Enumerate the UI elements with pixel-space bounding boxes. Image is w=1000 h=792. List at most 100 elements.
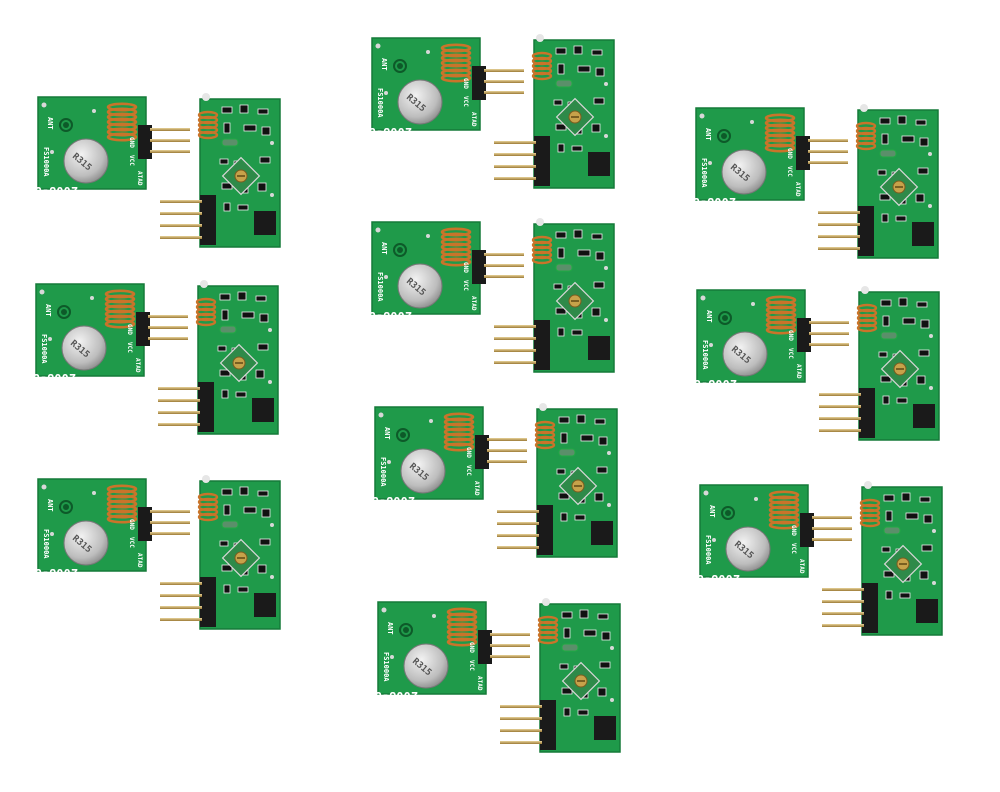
inductor [879, 149, 897, 158]
saw-resonator [61, 325, 107, 371]
header-pin [160, 224, 202, 227]
silk-data: ATAD [476, 676, 483, 691]
silk-date: 2008-8 [694, 377, 737, 391]
smd-component [221, 106, 233, 114]
mounting-hole [721, 506, 735, 520]
header-pin [809, 343, 849, 346]
silk-ant: ANT [383, 427, 391, 440]
inductor [561, 643, 579, 652]
header-pin [818, 247, 860, 250]
saw-resonator [403, 643, 449, 689]
silk-data: ATAD [794, 182, 801, 197]
antenna-coil [765, 295, 797, 305]
antenna-coil [443, 412, 475, 422]
silk-vcc: VCC [786, 166, 793, 177]
receiver-board [158, 280, 279, 435]
receiver-header [540, 700, 556, 750]
silk-ant: ANT [705, 310, 713, 323]
silk-ant: ANT [44, 304, 52, 317]
silk-model: FS1000A [701, 340, 709, 370]
header-pin [484, 91, 524, 94]
header-pin [158, 399, 200, 402]
header-pin [148, 337, 188, 340]
receiver-board [500, 598, 621, 753]
header-pin [808, 161, 848, 164]
header-pin [150, 510, 190, 513]
header-pin [490, 644, 530, 647]
header-pin [148, 315, 188, 318]
silk-vcc: VCC [787, 348, 794, 359]
mounting-hole [59, 118, 73, 132]
inductor [880, 331, 898, 340]
silk-model: FS1000A [42, 529, 50, 559]
header-pin [822, 588, 864, 591]
silk-vcc: VCC [465, 465, 472, 476]
smd-component [561, 611, 573, 619]
silk-date: 2008-8 [369, 309, 412, 323]
header-pin [812, 516, 852, 519]
header-pin [148, 326, 188, 329]
antenna-coil [768, 490, 800, 500]
silk-model: FS1000A [700, 158, 708, 188]
transmitter-header [800, 513, 814, 547]
silk-data: ATAD [470, 112, 477, 127]
antenna-coil [446, 607, 478, 617]
header-pin [490, 655, 530, 658]
header-pin [494, 177, 536, 180]
receiver-ic [588, 152, 610, 176]
silk-date: 2008-8 [697, 572, 740, 586]
mounting-hole [399, 623, 413, 637]
inductor [219, 325, 237, 334]
silk-vcc: VCC [468, 660, 475, 671]
header-pin [822, 624, 864, 627]
header-pin [158, 423, 200, 426]
receiver-ic [912, 222, 934, 246]
transmitter-header [478, 630, 492, 664]
silk-ant: ANT [386, 622, 394, 635]
antenna-coil [440, 227, 472, 237]
transmitter-header [136, 312, 150, 346]
header-pin [808, 150, 848, 153]
header-pin [490, 633, 530, 636]
saw-resonator [722, 331, 768, 377]
header-pin [150, 150, 190, 153]
receiver-header [859, 388, 875, 438]
transmitter-header [475, 435, 489, 469]
transmitter-header [796, 136, 810, 170]
mounting-hole [57, 305, 71, 319]
saw-resonator [400, 448, 446, 494]
mounting-hole [717, 129, 731, 143]
inductor [221, 520, 239, 529]
transmitter-header [138, 125, 152, 159]
inductor [558, 448, 576, 457]
header-pin [819, 429, 861, 432]
silk-gnd: GND [465, 447, 472, 458]
silk-gnd: GND [126, 324, 133, 335]
header-pin [822, 612, 864, 615]
receiver-header [534, 136, 550, 186]
header-pin [487, 449, 527, 452]
saw-resonator [63, 138, 109, 184]
header-pin [497, 534, 539, 537]
silk-data: ATAD [798, 559, 805, 574]
receiver-header [198, 382, 214, 432]
saw-resonator [63, 520, 109, 566]
header-pin [497, 510, 539, 513]
receiver-board [819, 286, 940, 441]
header-pin [818, 211, 860, 214]
silk-vcc: VCC [790, 543, 797, 554]
saw-resonator [721, 149, 767, 195]
silk-data: ATAD [134, 358, 141, 373]
silk-gnd: GND [468, 642, 475, 653]
silk-model: FS1000A [376, 272, 384, 302]
receiver-board [822, 481, 943, 636]
smd-component [880, 299, 892, 307]
